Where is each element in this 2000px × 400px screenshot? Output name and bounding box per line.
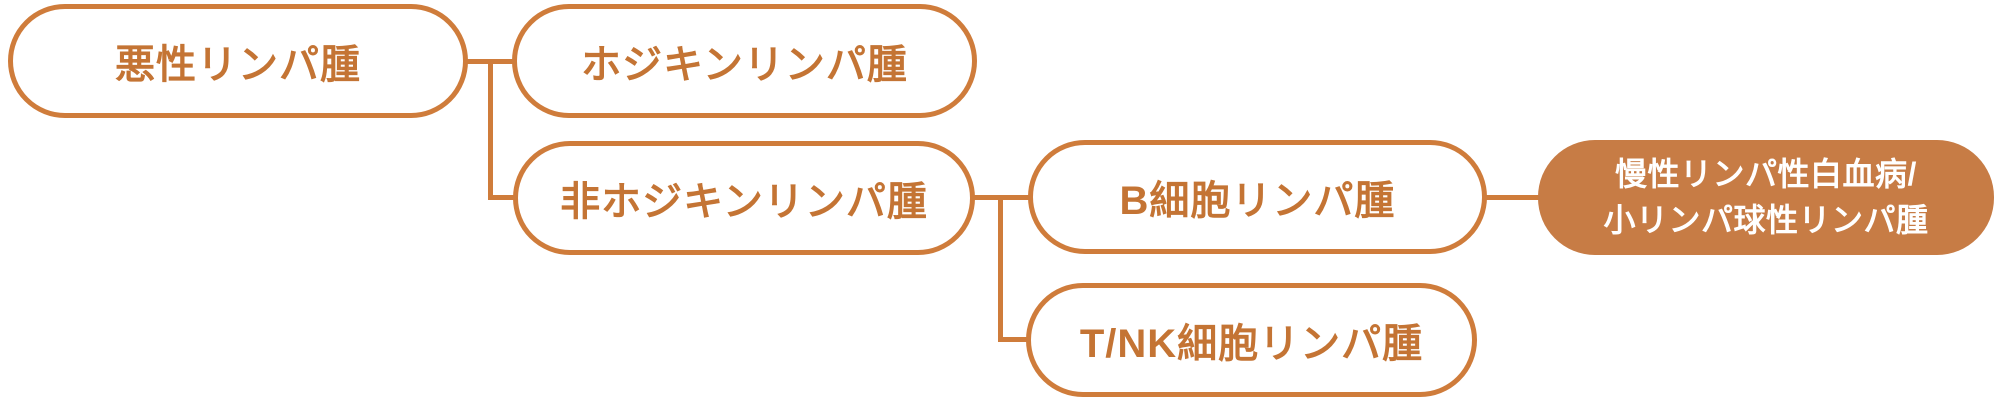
connector-non-hodgkin-vertical <box>998 195 1003 342</box>
connector-b-cell-to-cll <box>1483 195 1542 200</box>
node-cll-sll-label-line1: 慢性リンパ性白血病/ <box>1615 156 1917 193</box>
node-cll-sll: 慢性リンパ性白血病/ 小リンパ球性リンパ腫 <box>1538 140 1994 255</box>
node-hodgkin-lymphoma-label: ホジキンリンパ腫 <box>581 43 908 87</box>
connector-root-vertical <box>488 59 493 200</box>
node-hodgkin-lymphoma: ホジキンリンパ腫 <box>512 4 977 118</box>
node-malignant-lymphoma-label: 悪性リンパ腫 <box>115 43 361 87</box>
node-t-nk-cell-lymphoma-label: T/NK細胞リンパ腫 <box>1079 322 1424 366</box>
connector-to-non-hodgkin <box>488 195 518 200</box>
connector-to-t-nk-cell <box>998 337 1031 342</box>
node-b-cell-lymphoma: B細胞リンパ腫 <box>1028 140 1487 254</box>
node-non-hodgkin-lymphoma-label: 非ホジキンリンパ腫 <box>560 180 928 224</box>
node-b-cell-lymphoma-label: B細胞リンパ腫 <box>1119 179 1396 223</box>
node-t-nk-cell-lymphoma: T/NK細胞リンパ腫 <box>1026 283 1477 397</box>
node-cll-sll-label-line2: 小リンパ球性リンパ腫 <box>1603 201 1929 238</box>
node-malignant-lymphoma: 悪性リンパ腫 <box>8 4 468 118</box>
node-non-hodgkin-lymphoma: 非ホジキンリンパ腫 <box>513 141 975 255</box>
